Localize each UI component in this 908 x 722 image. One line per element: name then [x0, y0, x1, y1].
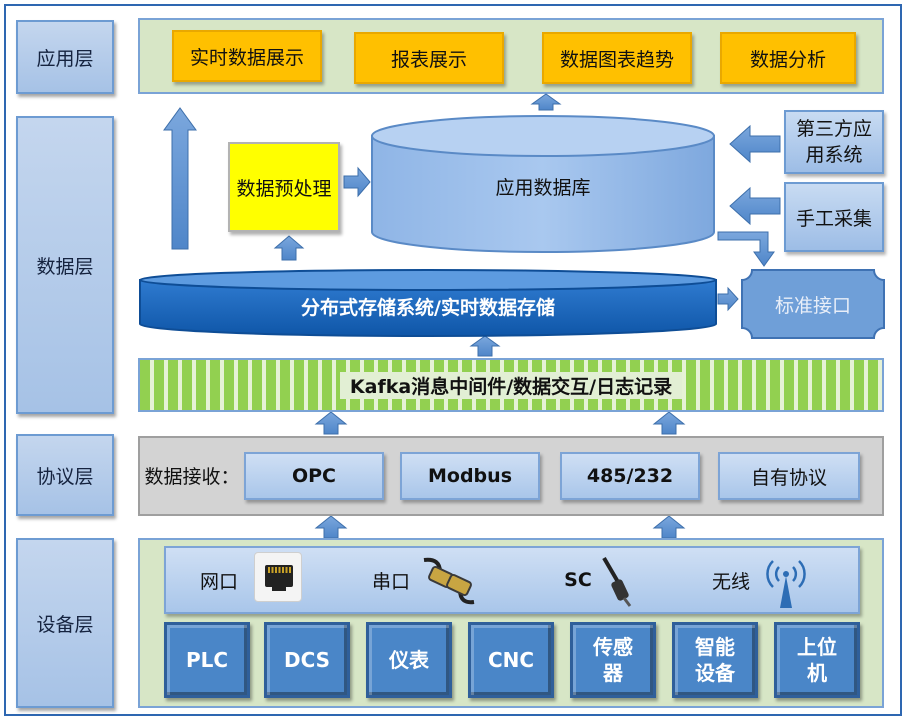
- device-plc: PLC: [164, 622, 250, 698]
- kafka-middleware-bar: Kafka消息中间件/数据交互/日志记录: [138, 358, 884, 412]
- manual-collection-box: 手工采集: [784, 182, 884, 252]
- kafka-middleware-label: Kafka消息中间件/数据交互/日志记录: [339, 371, 683, 399]
- data-receive-label: 数据接收：: [144, 465, 240, 488]
- app-item-realtime-display: 实时数据展示: [172, 30, 322, 82]
- connection-wireless-label: 无线: [711, 570, 750, 593]
- app-item-chart-trend: 数据图表趋势: [542, 32, 692, 84]
- flow-arrows: [163, 93, 781, 539]
- sc-cable-icon: [602, 556, 632, 607]
- standard-interface-label: 标准接口: [774, 294, 851, 317]
- layer-label-protocol: 协议层: [16, 434, 114, 516]
- app-database-label: 应用数据库: [495, 176, 591, 199]
- layer-label-application: 应用层: [16, 20, 114, 94]
- arrow-right-to-db: [343, 166, 371, 198]
- protocol-proprietary: 自有协议: [718, 452, 860, 500]
- protocol-opc: OPC: [244, 452, 384, 500]
- arrow-elbow-to-interface: [717, 231, 775, 267]
- third-party-system-label: 第三方应用系统: [795, 118, 872, 166]
- arrow-up-tall: [163, 107, 197, 250]
- app-database-cylinder: [371, 115, 715, 253]
- ethernet-port-icon: [254, 552, 302, 602]
- arrow-up-kafka-left: [314, 411, 348, 435]
- layer-label-data: 数据层: [16, 116, 114, 414]
- connection-sc-label: SC: [564, 569, 592, 591]
- data-preprocessing-box: 数据预处理: [228, 142, 340, 232]
- arrow-up-to-app: [530, 93, 562, 111]
- arrow-up-kafka-right: [652, 411, 686, 435]
- architecture-diagram: 应用层 数据层 协议层 设备层 实时数据展示 报表展示 数据图表趋势 数据分析: [4, 4, 902, 716]
- arrow-left-manual: [729, 186, 781, 226]
- third-party-system-box: 第三方应用系统: [784, 110, 884, 174]
- arrow-right-to-interface: [717, 286, 739, 312]
- device-dcs: DCS: [264, 622, 350, 698]
- device-sensor: 传感 器: [570, 622, 656, 698]
- distributed-storage-cylinder: [139, 269, 717, 337]
- arrow-up-protocol-right: [652, 515, 686, 539]
- arrow-up-protocol-left: [314, 515, 348, 539]
- arrow-left-third-party: [729, 124, 781, 164]
- app-item-data-analysis: 数据分析: [720, 32, 856, 84]
- connection-serial-label: 串口: [371, 570, 410, 593]
- device-cnc: CNC: [468, 622, 554, 698]
- device-host-computer: 上位 机: [774, 622, 860, 698]
- app-item-report-display: 报表展示: [354, 32, 504, 84]
- wireless-antenna-icon: [766, 560, 806, 608]
- protocol-modbus: Modbus: [400, 452, 540, 500]
- layer-label-device: 设备层: [16, 538, 114, 708]
- device-instrument: 仪表: [366, 622, 452, 698]
- standard-interface-box: [741, 269, 885, 339]
- device-smart-equipment: 智能 设备: [672, 622, 758, 698]
- connection-ethernet-label: 网口: [199, 570, 238, 593]
- distributed-storage-label: 分布式存储系统/实时数据存储: [301, 296, 555, 319]
- arrow-up-to-storage: [469, 335, 501, 357]
- protocol-485-232: 485/232: [560, 452, 700, 500]
- serial-cable-icon: [423, 557, 475, 605]
- arrow-up-to-preprocess: [273, 235, 305, 261]
